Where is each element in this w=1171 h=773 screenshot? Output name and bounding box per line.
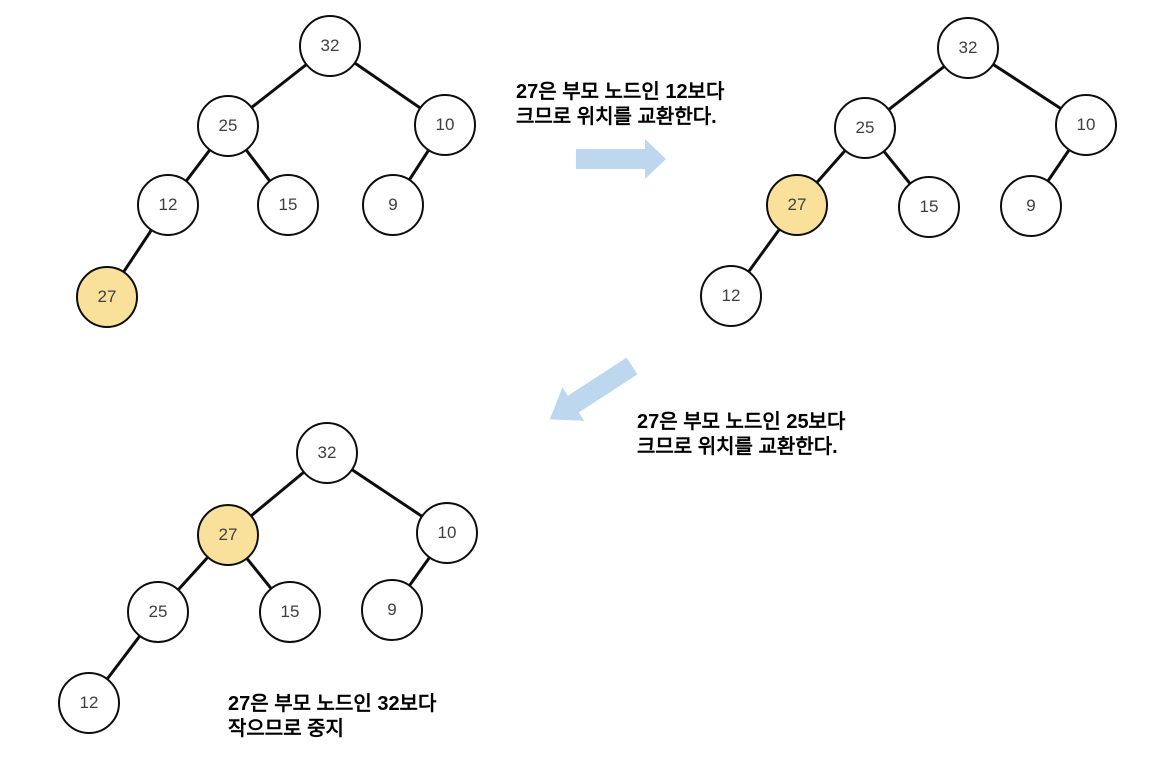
annotation-line: 27은 부모 노드인 12보다 xyxy=(516,81,725,103)
annotation-stop-at-32: 27은 부모 노드인 32보다 작으므로 중지 xyxy=(228,692,436,742)
down-left-arrow-icon xyxy=(549,357,638,421)
tree1-edges xyxy=(105,44,447,299)
annotation-swap-with-25: 27은 부모 노드인 25보다 크므로 위치를 교환한다. xyxy=(637,410,845,460)
tree2-node-25: 25 xyxy=(834,97,896,159)
tree3-node-27-highlighted: 27 xyxy=(197,504,259,566)
tree1-node-12: 12 xyxy=(137,174,199,236)
tree3-node-10: 10 xyxy=(416,502,478,564)
tree3-node-32: 32 xyxy=(296,422,358,484)
tree1-node-25: 25 xyxy=(197,95,259,157)
tree2-edges xyxy=(729,46,1088,298)
tree2-node-12: 12 xyxy=(700,265,762,327)
tree2-node-32: 32 xyxy=(937,17,999,79)
annotation-line: 크므로 위치를 교환한다. xyxy=(516,106,717,128)
tree3-node-12: 12 xyxy=(58,672,120,734)
tree3-node-15: 15 xyxy=(259,581,321,643)
annotation-swap-with-12: 27은 부모 노드인 12보다 크므로 위치를 교환한다. xyxy=(516,80,724,130)
tree2-node-10: 10 xyxy=(1055,94,1117,156)
tree1-node-15: 15 xyxy=(257,174,319,236)
annotation-line: 작으므로 중지 xyxy=(228,718,344,740)
annotation-line: 크므로 위치를 교환한다. xyxy=(637,436,838,458)
annotation-line: 27은 부모 노드인 25보다 xyxy=(637,411,846,433)
tree2-node-15: 15 xyxy=(898,176,960,238)
tree2-node-9: 9 xyxy=(1000,175,1062,237)
right-arrow-icon xyxy=(576,139,666,179)
tree1-node-32: 32 xyxy=(299,15,361,77)
tree3-edges xyxy=(87,451,449,705)
annotation-line: 27은 부모 노드인 32보다 xyxy=(228,693,437,715)
tree2-node-27-highlighted: 27 xyxy=(766,174,828,236)
tree1-node-10: 10 xyxy=(414,94,476,156)
tree3-node-9: 9 xyxy=(361,579,423,641)
tree3-node-25: 25 xyxy=(127,581,189,643)
tree1-node-27-highlighted: 27 xyxy=(76,266,138,328)
tree1-node-9: 9 xyxy=(362,174,424,236)
